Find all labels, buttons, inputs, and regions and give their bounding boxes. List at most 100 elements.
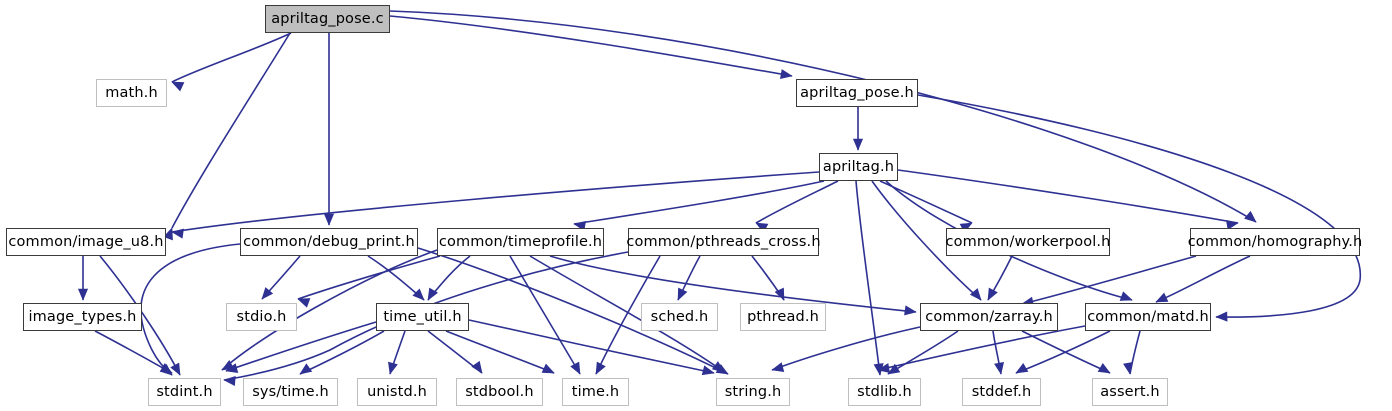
node-time_util_h[interactable]: time_util.h — [376, 303, 469, 331]
edge-arrowhead — [774, 287, 785, 301]
edge-arrowhead — [297, 298, 311, 308]
edge-apriltag_h-to-common_pthreads_cross_h — [755, 180, 839, 224]
node-label: pthread.h — [747, 308, 819, 325]
node-common_workerpool_h[interactable]: common/workerpool.h — [945, 228, 1110, 256]
edge-arrowhead — [77, 288, 89, 301]
node-stddef_h[interactable]: stddef.h — [962, 378, 1041, 406]
edge-arrowhead — [171, 228, 184, 239]
node-image_types_h[interactable]: image_types.h — [23, 303, 142, 331]
node-label: time.h — [571, 383, 620, 400]
node-stdio_h[interactable]: stdio.h — [226, 303, 297, 331]
edge-apriltag_pose_c-to-math_h — [171, 32, 292, 83]
edge-common_zarray_h-to-string_h — [771, 326, 921, 371]
edge-arrowhead — [471, 360, 483, 374]
node-label: apriltag_pose.h — [800, 84, 914, 101]
node-label: common/pthreads_cross.h — [626, 233, 821, 250]
node-apriltag_h[interactable]: apriltag.h — [819, 153, 898, 181]
edge-apriltag_h-to-common_image_u8_h — [171, 171, 820, 233]
edge-apriltag_pose_c-to-apriltag_pose_h — [389, 15, 793, 77]
node-label: common/matd.h — [1087, 308, 1209, 325]
edge-apriltag_pose_c-to-common_homography_h — [389, 10, 1257, 223]
edge-common_timeprofile_h-to-string_h — [529, 255, 725, 373]
node-label: apriltag.h — [822, 158, 895, 175]
edge-arrowhead — [541, 363, 555, 374]
edge-arrowhead — [969, 288, 982, 301]
edge-arrowhead — [171, 81, 185, 92]
node-label: image_types.h — [28, 308, 137, 325]
edge-apriltag_h-to-common_homography_h — [897, 169, 1239, 224]
edge-time_util_h-to-stdint_h — [225, 321, 377, 372]
node-sched_h[interactable]: sched.h — [641, 303, 718, 331]
edge-arrowhead — [1225, 219, 1239, 230]
edge-arrowhead — [225, 363, 239, 373]
node-label: time_util.h — [383, 308, 462, 325]
edge-apriltag_h-to-common_workerpool_h — [879, 180, 973, 224]
node-common_debug_print_h[interactable]: common/debug_print.h — [240, 228, 418, 256]
node-label: unistd.h — [367, 383, 427, 400]
node-common_zarray_h[interactable]: common/zarray.h — [920, 303, 1058, 331]
node-stdbool_h[interactable]: stdbool.h — [456, 378, 543, 406]
node-common_timeprofile_h[interactable]: common/timeprofile.h — [437, 228, 604, 256]
node-label: stddef.h — [971, 383, 1032, 400]
edge-arrowhead — [388, 361, 398, 375]
node-label: sys/time.h — [252, 383, 329, 400]
edge-arrowhead — [427, 287, 439, 301]
node-sys_time_h[interactable]: sys/time.h — [243, 378, 338, 406]
node-label: stdio.h — [236, 308, 287, 325]
node-time_h[interactable]: time.h — [562, 378, 629, 406]
edge-arrowhead — [1155, 292, 1169, 303]
edge-apriltag_h-to-common_zarray_h — [871, 180, 982, 301]
node-string_h[interactable]: string.h — [716, 378, 790, 406]
edge-arrowhead — [412, 288, 425, 301]
node-label: assert.h — [1100, 383, 1160, 400]
node-label: stdlib.h — [857, 383, 912, 400]
node-stdlib_h[interactable]: stdlib.h — [848, 378, 921, 406]
edge-common_matd_h-to-stdlib_h — [877, 325, 1086, 371]
edge-arrowhead — [1097, 362, 1111, 374]
node-common_image_u8_h[interactable]: common/image_u8.h — [6, 228, 166, 256]
node-label: common/timeprofile.h — [438, 233, 603, 250]
node-apriltag_pose_h[interactable]: apriltag_pose.h — [796, 79, 918, 107]
edge-arrowhead — [1119, 291, 1133, 301]
node-common_pthreads_cross_h[interactable]: common/pthreads_cross.h — [626, 228, 821, 256]
edge-arrowhead — [170, 362, 181, 376]
node-apriltag_pose_c[interactable]: apriltag_pose.c — [265, 5, 390, 33]
edge-common_timeprofile_h-to-common_zarray_h — [549, 255, 917, 313]
node-assert_h[interactable]: assert.h — [1092, 378, 1168, 406]
node-pthread_h[interactable]: pthread.h — [740, 303, 826, 331]
node-unistd_h[interactable]: unistd.h — [357, 378, 437, 406]
node-label: stdint.h — [156, 383, 213, 400]
edge-arrowhead — [711, 361, 725, 373]
edge-arrowhead — [994, 361, 1005, 375]
node-label: string.h — [724, 383, 782, 400]
node-label: common/zarray.h — [925, 308, 1053, 325]
edge-apriltag_h-to-common_timeprofile_h — [573, 180, 825, 225]
edge-arrowhead — [1215, 311, 1228, 322]
edge-arrowhead — [1123, 361, 1134, 375]
node-label: common/debug_print.h — [243, 233, 415, 250]
edge-apriltag_h-to-stdlib_h — [855, 180, 881, 376]
node-common_matd_h[interactable]: common/matd.h — [1085, 303, 1211, 331]
edge-arrowhead — [163, 227, 173, 241]
edge-time_util_h-to-sys_time_h — [299, 330, 385, 375]
edge-arrowhead — [779, 69, 793, 80]
edge-arrowhead — [1244, 210, 1257, 223]
node-label: sched.h — [650, 308, 709, 325]
edge-arrowhead — [701, 365, 715, 376]
edge-common_timeprofile_h-to-stdint_h — [221, 249, 438, 371]
edge-common_timeprofile_h-to-stdio_h — [297, 255, 441, 300]
edge-arrowhead — [299, 363, 313, 375]
edge-arrowhead — [677, 287, 688, 301]
edge-arrowhead — [887, 363, 901, 375]
node-stdint_h[interactable]: stdint.h — [148, 378, 221, 406]
edge-arrowhead — [904, 305, 917, 316]
edge-arrowhead — [852, 138, 864, 151]
node-math_h[interactable]: math.h — [96, 79, 167, 107]
edge-arrowhead — [223, 375, 236, 387]
edge-common_image_u8_h-to-stdint_h — [99, 255, 181, 376]
edge-arrowhead — [595, 361, 606, 375]
edge-common_debug_print_h-to-string_h — [417, 247, 729, 375]
node-common_homography_h[interactable]: common/homography.h — [1188, 228, 1362, 256]
edge-arrowhead — [160, 363, 173, 376]
